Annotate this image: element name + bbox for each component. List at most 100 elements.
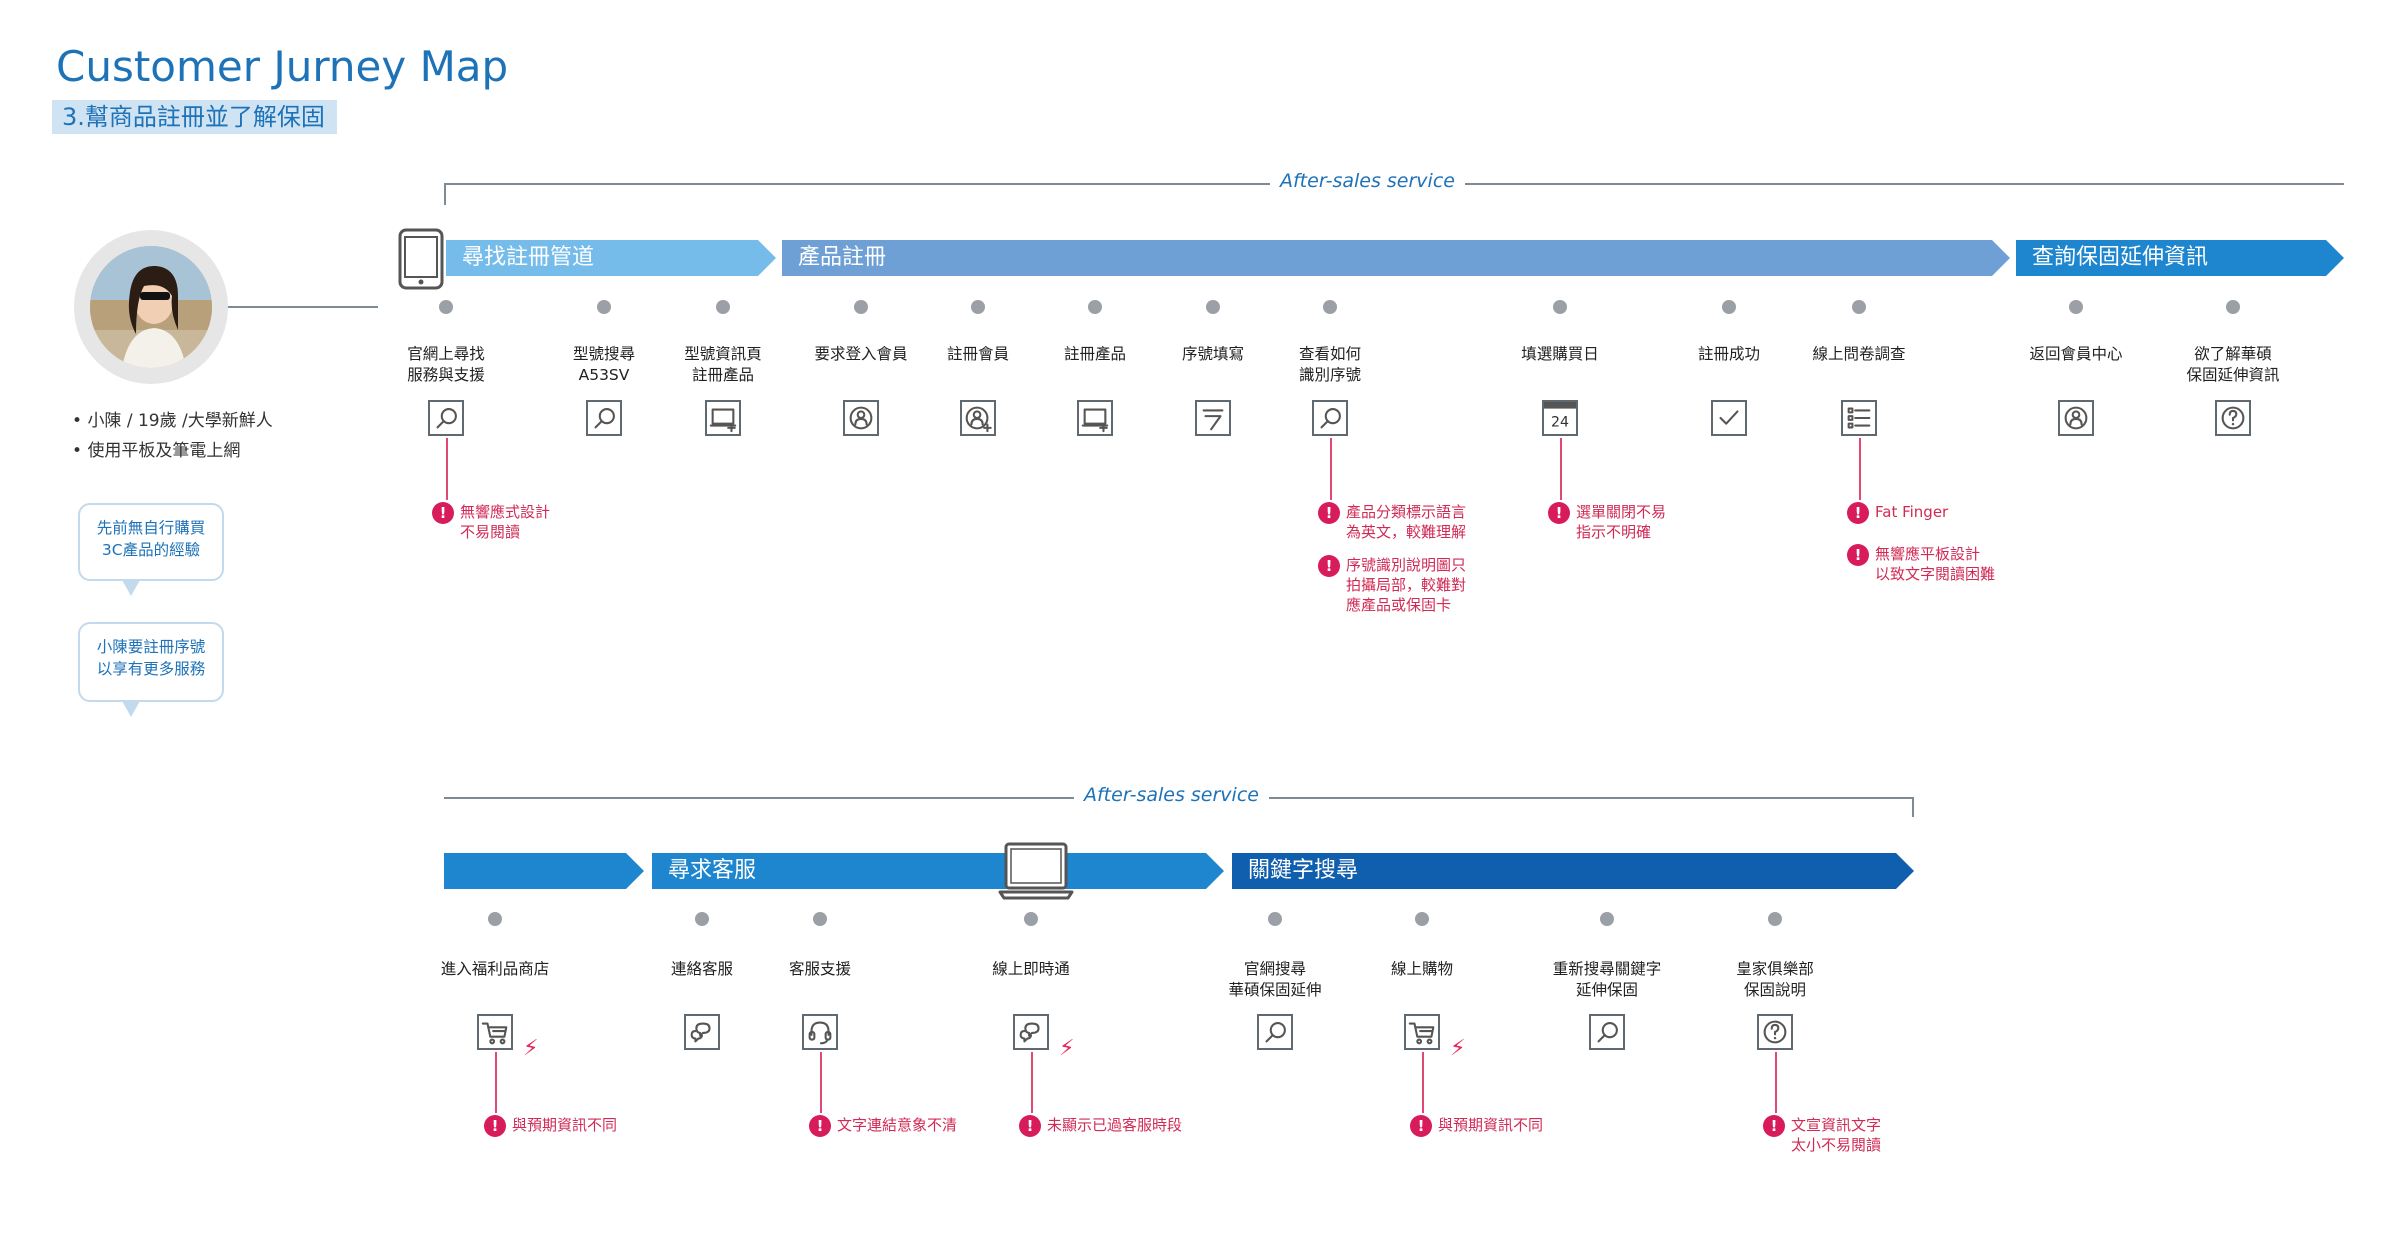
chat-icon (684, 1014, 720, 1050)
step-dot (1268, 912, 1282, 926)
alert-icon: ! (1847, 544, 1869, 566)
search-icon (1257, 1014, 1293, 1050)
headset-icon (802, 1014, 838, 1050)
pain-point: ! 與預期資訊不同 (1410, 1115, 1543, 1137)
pain-connector (1775, 1052, 1777, 1113)
pain-connector (1422, 1052, 1424, 1113)
step-label: 線上即時通 (992, 960, 1070, 978)
step-label: 型號資訊頁 註冊產品 (684, 345, 762, 384)
persona-details: • 小陳 / 19歲 /大學新鮮人 • 使用平板及筆電上網 (72, 406, 273, 466)
pain-point: !序號識別說明圖只 拍攝局部，較難對 應產品或保固卡 (1318, 555, 1466, 615)
alert-icon: ! (432, 502, 454, 524)
step-label: 連絡客服 (670, 960, 733, 978)
bubble-tail (122, 580, 140, 596)
pain-text: 選單關閉不易 指示不明確 (1576, 503, 1667, 541)
pain-point: ! 與預期資訊不同 (484, 1115, 617, 1137)
step-dot (1852, 300, 1866, 314)
step-dot (597, 300, 611, 314)
page-subtitle: 3.幫商品註冊並了解保固 (52, 100, 337, 134)
pain-text: 無響應平板設計 以致文字閱讀困難 (1875, 545, 1996, 583)
pain-connector (820, 1052, 822, 1113)
step-label: 填選購買日 (1521, 345, 1599, 363)
alert-icon: ! (484, 1115, 506, 1137)
pain-connector (446, 438, 448, 500)
step-label: 註冊成功 (1697, 345, 1760, 363)
step-dot (1206, 300, 1220, 314)
phase-label: 產品註冊 (798, 245, 887, 270)
quote-text: 小陳要註冊序號 以享有更多服務 (96, 638, 206, 678)
phase-band (1232, 853, 1914, 889)
phase-label: 查詢保固延伸資訊 (2032, 245, 2209, 270)
phase-label: 尋求客服 (668, 858, 757, 883)
step-label: 查看如何 識別序號 (1298, 345, 1361, 384)
chat-icon (1013, 1014, 1049, 1050)
page-title: Customer Jurney Map (56, 42, 509, 91)
check-icon (1711, 400, 1747, 436)
pain-text: 文字連結意象不清 (837, 1116, 958, 1134)
tablet-icon (398, 228, 444, 290)
step-label: 官網搜尋 華碩保固延伸 (1228, 960, 1322, 999)
step-dot (695, 912, 709, 926)
step-label: 要求登入會員 (814, 345, 908, 363)
pain-point: !文宣資訊文字 太小不易閱讀 (1763, 1115, 1881, 1155)
step-dot (1323, 300, 1337, 314)
pain-text: 文宣資訊文字 太小不易閱讀 (1791, 1116, 1882, 1154)
pain-connector (1330, 438, 1332, 500)
pain-text: 未顯示已過客服時段 (1047, 1116, 1183, 1134)
persona-detail: • 使用平板及筆電上網 (72, 441, 241, 461)
persona-quote-bubble: 小陳要註冊序號 以享有更多服務 (78, 622, 224, 702)
alert-icon: ! (1318, 502, 1340, 524)
checklist-icon (1841, 400, 1877, 436)
lightning-icon: ⚡ (523, 1036, 539, 1061)
step-label: 皇家俱樂部 保固說明 (1736, 960, 1814, 999)
step-label: 返回會員中心 (2029, 345, 2123, 363)
step-dot (716, 300, 730, 314)
persona-quote-bubble: 先前無自行購買 3C產品的經驗 (78, 503, 224, 581)
step-dot (1088, 300, 1102, 314)
step-label: 型號搜尋 A53SV (572, 345, 635, 384)
user-add-icon (960, 400, 996, 436)
step-dot (1553, 300, 1567, 314)
step-dot (488, 912, 502, 926)
step-label: 重新搜尋關鍵字 延伸保固 (1552, 960, 1662, 999)
calendar-day: 24 (1551, 414, 1569, 430)
pain-point: !Fat Finger (1847, 502, 1948, 524)
pain-text: 產品分類標示語言 為英文，較難理解 (1346, 503, 1467, 541)
section-bracket-right (1912, 797, 1914, 817)
cart-icon (1404, 1014, 1440, 1050)
pain-point: ! 無響應平板設計 以致文字閱讀困難 (1847, 544, 1995, 584)
laptop-icon (998, 840, 1074, 902)
persona-avatar (74, 230, 228, 384)
pain-text: 與預期資訊不同 (512, 1116, 618, 1134)
user-icon (843, 400, 879, 436)
step-dot (1024, 912, 1038, 926)
step-dot (1415, 912, 1429, 926)
step-dot (1722, 300, 1736, 314)
lightning-icon: ⚡ (1450, 1036, 1466, 1061)
bubble-tail (122, 701, 140, 717)
lightning-icon: ⚡ (1059, 1036, 1075, 1061)
pain-connector (495, 1052, 497, 1113)
phase-band (2016, 240, 2344, 276)
step-label: 註冊產品 (1063, 345, 1126, 363)
phase-band (444, 853, 644, 889)
monitor-add-icon (705, 400, 741, 436)
pain-text: 無響應式設計 不易閱讀 (460, 503, 551, 541)
step-dot (2069, 300, 2083, 314)
alert-icon: ! (1410, 1115, 1432, 1137)
phase-band (782, 240, 2010, 276)
section-label: After-sales service (1074, 784, 1269, 806)
pain-text: 與預期資訊不同 (1438, 1116, 1544, 1134)
pain-point: !未顯示已過客服時段 (1019, 1115, 1182, 1137)
question-icon (1757, 1014, 1793, 1050)
calendar-icon: 24 (1542, 400, 1578, 436)
quote-text: 先前無自行購買 3C產品的經驗 (96, 519, 206, 559)
cart-icon (477, 1014, 513, 1050)
phase-label: 關鍵字搜尋 (1248, 858, 1359, 883)
step-label: 註冊會員 (946, 345, 1009, 363)
alert-icon: ! (1318, 555, 1340, 577)
pain-connector (1859, 438, 1861, 500)
step-label: 線上問卷調查 (1812, 345, 1906, 363)
alert-icon: ! (1847, 502, 1869, 524)
step-label: 欲了解華碩 保固延伸資訊 (2186, 345, 2280, 384)
